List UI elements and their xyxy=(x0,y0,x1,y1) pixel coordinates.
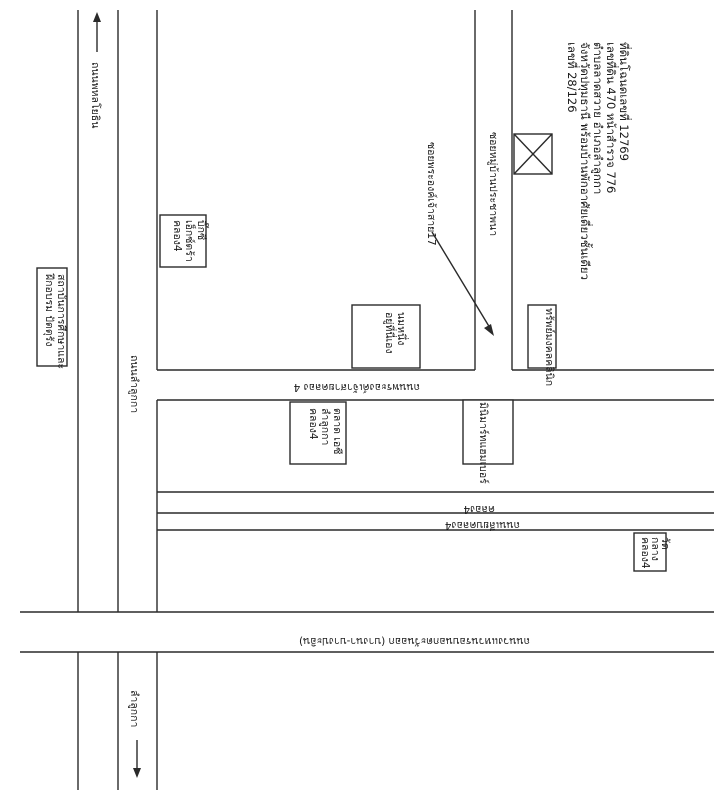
market-label-1: ตลาด เอซี xyxy=(331,408,344,454)
pizza-label-1: นมหนึ่ง xyxy=(395,312,409,345)
pharmacy-label: ทรัพย์มงคลคลินิก xyxy=(543,308,556,386)
seven-label: มินิมาร์ทแฮมเบอร์ xyxy=(477,402,490,484)
property-description: ที่ดินโฉนดเลขที่ 12769 เลขที่ดิน 470 หน้… xyxy=(565,42,632,280)
bigc-label-3: คลอง4 xyxy=(171,220,183,252)
bigc-box: บิ๊กซี เอ็กซ์ตร้า คลอง4 xyxy=(159,214,210,268)
khlong4-canal-label: คลอง4 xyxy=(463,503,495,515)
seven-box: มินิมาร์ทแฮมเบอร์ xyxy=(462,399,514,484)
school-box: สถาบันการศึกษาและ ฝึกอบรม ปัตตุรัง xyxy=(36,267,68,369)
temple-label-1: วัด xyxy=(659,537,671,550)
north-arrow xyxy=(93,12,101,52)
soi-17-label: ซอยพระองค์เจ้าสาย17 xyxy=(425,142,438,246)
bigc-label-1: บิ๊กซี xyxy=(195,220,210,240)
village-soi-label: ซอยหมู่บ้านประชาพนา xyxy=(487,132,499,236)
rangsit-khlong4-label: ถนนพระองค์เจ้าสายคลอง 4 xyxy=(293,381,420,394)
property-line-4: จังหวัดปทุมธานี พร้อมบ้านพักอาศัยเดี่ยวช… xyxy=(578,42,593,280)
south-arrow xyxy=(133,740,141,778)
outer-ring-label: ถนนวงแหวนรอบนอกตะวันออก (บางนา-บางปะอิน) xyxy=(299,635,530,647)
pizza-box: นมหนึ่ง อยู่ที่นี่เอง xyxy=(351,304,421,369)
temple-label-2: กลาง xyxy=(649,537,661,561)
school-label-2: ฝึกอบรม ปัตตุรัง xyxy=(43,273,55,346)
riverside-khlong4-label: ถนนเลียบคลอง4 xyxy=(445,519,520,532)
property-line-5: เลขที่ 28/126 xyxy=(565,42,580,113)
pharmacy-box: ทรัพย์มงคลคลินิก xyxy=(527,304,557,386)
school-label-1: สถาบันการศึกษาและ xyxy=(55,274,67,369)
pizza-label-2: อยู่ที่นี่เอง xyxy=(383,312,397,354)
market-label-2: ลำลูกกา xyxy=(319,408,331,445)
property-line-3: ตำบลลาดสวาย อำเภอลำลูกกา xyxy=(591,42,605,194)
lamlukka-short-label: ลำลูกกา xyxy=(128,690,140,727)
lamlukka-label: ถนนลำลูกกา xyxy=(128,355,140,413)
property-line-2: เลขที่ดิน 470 หน้าสำรวจ 776 xyxy=(604,42,619,193)
phahonyothin-label: ถนนพหลโยธิน xyxy=(89,62,102,128)
soi-pointer-arrow xyxy=(431,231,494,336)
road-lines xyxy=(20,10,714,790)
temple-box: วัด กลาง คลอง4 xyxy=(633,532,671,572)
temple-label-3: คลอง4 xyxy=(639,537,651,569)
bigc-label-2: เอ็กซ์ตร้า xyxy=(183,220,197,262)
property-line-1: ที่ดินโฉนดเลขที่ 12769 xyxy=(617,42,632,161)
market-box: ตลาด เอซี ลำลูกกา คลอง4 xyxy=(289,401,347,465)
property-marker xyxy=(513,133,553,175)
market-label-3: คลอง4 xyxy=(307,408,319,440)
